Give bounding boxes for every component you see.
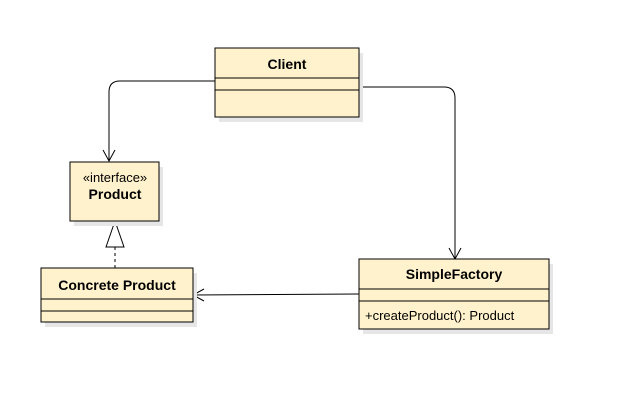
edge-realization-concrete-to-product (105, 219, 125, 268)
edge-client-to-product (102, 80, 215, 163)
edge-simplefactory-to-concrete-product (191, 288, 360, 302)
class-simplefactory-name: SimpleFactory (406, 266, 503, 282)
class-client[interactable]: Client (214, 47, 363, 122)
class-simplefactory-method: +createProduct(): Product (365, 308, 515, 323)
class-client-name: Client (268, 56, 307, 72)
class-product-stereotype: «interface» (83, 170, 147, 185)
class-simplefactory[interactable]: SimpleFactory +createProduct(): Product (358, 258, 553, 334)
arrowhead-product (102, 149, 116, 163)
class-concrete-product-name: Concrete Product (58, 277, 176, 293)
class-product-name: Product (89, 186, 142, 202)
class-concrete-product[interactable]: Concrete Product (40, 267, 197, 327)
class-product[interactable]: «interface» Product (69, 161, 163, 226)
realization-triangle (105, 219, 125, 248)
edge-client-to-simplefactory (359, 86, 462, 261)
